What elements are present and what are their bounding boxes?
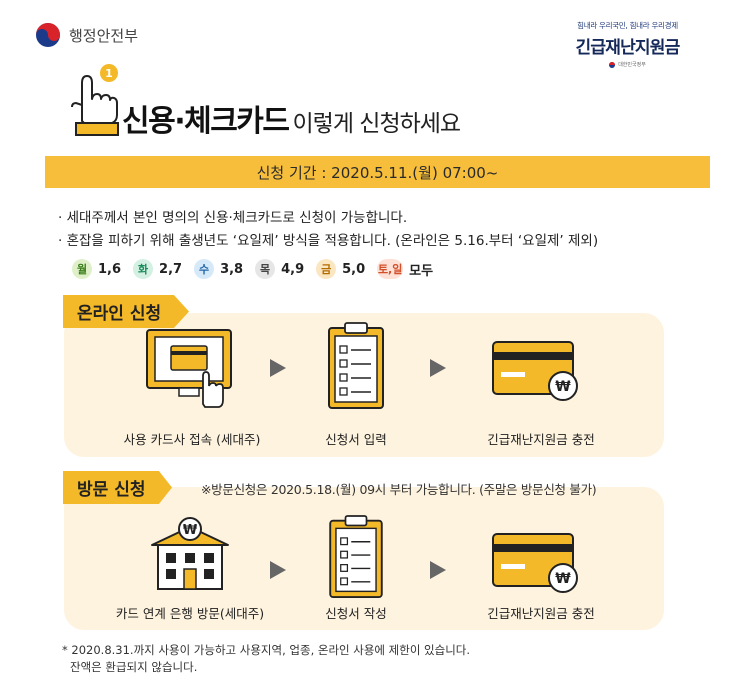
visit-note: ※방문신청은 2020.5.18.(월) 09시 부터 가능합니다. (주말은 … xyxy=(201,482,597,497)
clipboard-form-icon xyxy=(327,515,385,603)
campaign-sub: 대한민국정부 xyxy=(560,61,695,68)
online-step-1-label: 사용 카드사 접속 (세대주) xyxy=(123,432,261,447)
online-application-tab: 온라인 신청 xyxy=(63,295,189,328)
taegeuk-emblem-icon xyxy=(36,23,60,47)
ministry-logo: 행정안전부 xyxy=(35,22,138,48)
day-value-fri: 5,0 xyxy=(342,261,366,277)
day-chip-tue: 화 xyxy=(133,259,154,279)
day-chip-thu: 목 xyxy=(255,259,276,279)
day-value-weekend: 모두 xyxy=(409,263,434,279)
online-step-2-label: 신청서 입력 xyxy=(325,432,387,447)
note-item: · 혼잡을 피하기 위해 출생년도 ‘요일제’ 방식을 적용합니다. (온라인은… xyxy=(58,233,599,249)
clipboard-form-icon xyxy=(327,322,385,414)
day-chip-mon: 월 xyxy=(72,259,92,279)
visit-step-2-label: 신청서 작성 xyxy=(325,606,387,621)
arrow-right-icon xyxy=(430,359,446,377)
application-period-banner: 신청 기간 : 2020.5.11.(월) 07:00~ xyxy=(45,156,710,188)
visit-step-3-label: 긴급재난지원금 충전 xyxy=(487,606,595,621)
day-value-tue: 2,7 xyxy=(159,261,183,277)
day-chip-weekend: 토,일 xyxy=(377,259,404,279)
svg-text:₩: ₩ xyxy=(555,379,571,395)
note-item: · 세대주께서 본인 명의의 신용·체크카드로 신청이 가능합니다. xyxy=(58,210,408,226)
title-badge-number: 1 xyxy=(105,67,113,80)
pointing-hand-icon: 1 xyxy=(62,63,122,145)
title-sub: 이렇게 신청하세요 xyxy=(292,111,462,137)
footer-notice: * 2020.8.31.까지 사용이 가능하고 사용지역, 업종, 온라인 사용… xyxy=(62,642,470,676)
small-emblem-icon xyxy=(609,61,616,68)
title-main: 신용·체크카드 xyxy=(122,104,290,139)
card-charge-icon: ₩ xyxy=(491,338,583,408)
campaign-title: 긴급재난지원금 xyxy=(575,38,681,58)
monitor-card-icon xyxy=(143,328,235,414)
online-step-3-label: 긴급재난지원금 충전 xyxy=(487,432,595,447)
day-value-mon: 1,6 xyxy=(98,261,122,277)
ministry-name: 행정안전부 xyxy=(69,26,139,45)
day-value-wed: 3,8 xyxy=(220,261,244,277)
application-period: 신청 기간 : 2020.5.11.(월) 07:00~ xyxy=(256,163,499,182)
svg-text:₩: ₩ xyxy=(183,523,198,538)
svg-text:₩: ₩ xyxy=(555,571,571,587)
card-charge-icon: ₩ xyxy=(491,530,583,600)
notes-list: · 세대주께서 본인 명의의 신용·체크카드로 신청이 가능합니다. · 혼잡을… xyxy=(58,207,598,253)
footer-line: * 2020.8.31.까지 사용이 가능하고 사용지역, 업종, 온라인 사용… xyxy=(62,643,471,657)
arrow-right-icon xyxy=(270,359,286,377)
day-chip-wed: 수 xyxy=(194,259,215,279)
visit-step-1-label: 카드 연계 은행 방문(세대주) xyxy=(115,606,265,621)
weekday-schedule: 월 1,6 화 2,7 수 3,8 목 4,9 금 5,0 토,일 모두 xyxy=(72,259,439,279)
campaign-logo: 힘내라 우리국민, 힘내라 우리경제 긴급재난지원금 대한민국정부 xyxy=(560,20,695,68)
arrow-right-icon xyxy=(430,561,446,579)
day-value-thu: 4,9 xyxy=(281,261,305,277)
arrow-right-icon xyxy=(270,561,286,579)
day-chip-fri: 금 xyxy=(316,259,337,279)
campaign-slogan: 힘내라 우리국민, 힘내라 우리경제 xyxy=(577,21,678,30)
visit-application-tab: 방문 신청 xyxy=(63,471,172,504)
footer-line: 잔액은 환급되지 않습니다. xyxy=(70,660,198,674)
bank-building-icon: ₩ xyxy=(150,515,230,595)
